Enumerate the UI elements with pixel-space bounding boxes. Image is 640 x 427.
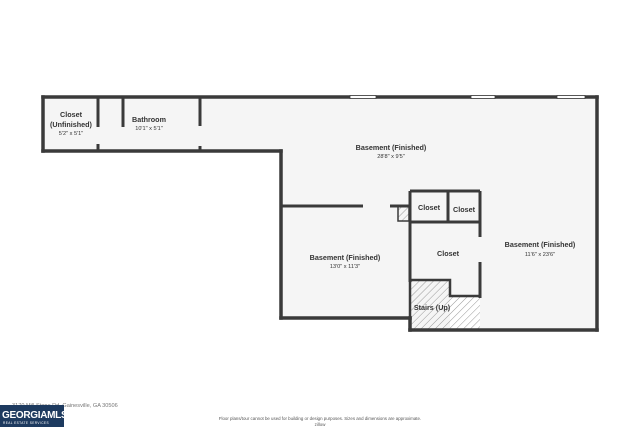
room-name: Basement (Finished) [505,240,576,249]
room-basement-left: Basement (Finished) 13'0" x 11'3" [310,253,381,270]
room-name: Closet [60,110,83,119]
interior-walls [96,97,482,298]
room-closet-unfinished: Closet (Unfinished) 5'2" x 5'1" [50,110,93,137]
room-closet-b: Closet [453,205,476,214]
room-name-line2: (Unfinished) [50,120,93,129]
room-dimensions: 10'1" x 5'1" [135,126,163,132]
room-name: Basement (Finished) [310,253,381,262]
room-dimensions: 11'6" x 23'6" [525,252,555,258]
floor-fills [43,97,597,330]
room-dimensions: 28'8" x 9'5" [377,154,405,160]
logo-text: GEORGIAMLS [2,410,68,421]
windows [349,95,586,99]
disclaimer-text: Floor plans/tour cannot be used for buil… [219,416,421,421]
logo-subtext: REAL ESTATE SERVICES [3,421,49,425]
room-bathroom: Bathroom 10'1" x 5'1" [132,115,166,132]
room-stairs: Stairs (Up) [414,303,451,312]
room-dimensions: 5'2" x 5'1" [59,131,83,137]
room-basement-main: Basement (Finished) 28'8" x 9'5" [356,143,427,160]
room-closet-a: Closet [418,203,441,212]
georgiamls-logo: GEORGIAMLS REAL ESTATE SERVICES [0,405,68,427]
footer-brand: zillow [315,422,327,427]
property-address: 3170 Mill Stone Rd, Gainesville, GA 3050… [12,403,118,409]
room-name: Basement (Finished) [356,143,427,152]
outer-walls [41,95,599,332]
room-name: Bathroom [132,115,166,124]
room-basement-right: Basement (Finished) 11'6" x 23'6" [505,240,576,258]
room-dimensions: 13'0" x 11'3" [330,264,360,270]
chase-hatch [397,205,410,222]
room-closet-c: Closet [437,249,460,258]
